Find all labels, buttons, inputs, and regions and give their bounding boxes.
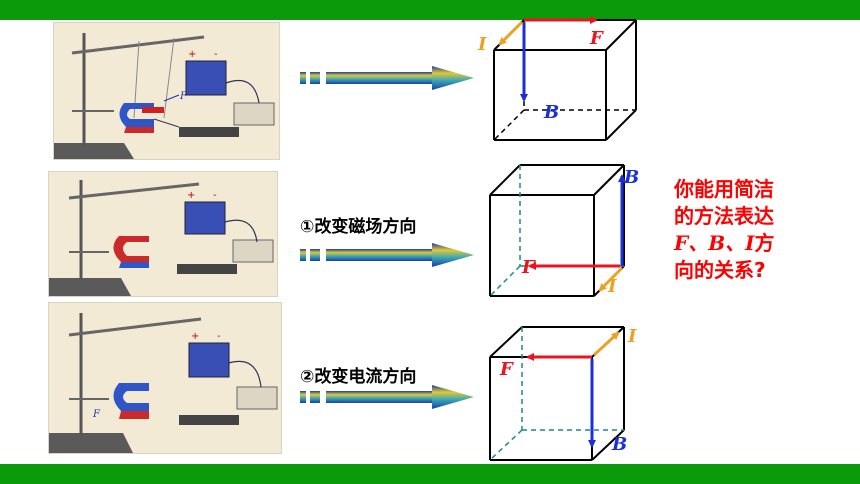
svg-text:-: - [217,331,221,342]
caption-change-current: ②改变电流方向 [300,367,417,387]
apparatus-illustration: + - F [49,303,281,453]
question-line-3-tail: 方 [754,231,775,255]
question-vars: F、B、I [674,231,755,255]
current-label: I [607,276,617,297]
caption-change-field: ①改变磁场方向 [300,217,417,237]
svg-text:F: F [92,409,101,420]
apparatus-photo-original: + - F [53,22,280,160]
gradient-arrow-icon [300,66,474,90]
current-vector [498,20,524,46]
svg-text:-: - [213,190,217,201]
top-green-bar [0,0,860,20]
svg-text:+: + [187,190,195,201]
field-label: B [543,102,559,123]
apparatus-photo-field-reversed: + - [48,171,278,297]
force-label: F [521,257,536,278]
current-vector [592,331,620,357]
current-label: I [627,326,637,347]
svg-text:-: - [214,49,218,60]
current-vector [598,266,624,292]
question-line-2: 的方法表达 [674,204,774,228]
apparatus-illustration: + - F [54,23,279,159]
question-text: 你能用简洁 的方法表达 F、B、I方 向的关系? [674,176,824,284]
apparatus-photo-current-reversed: + - F [48,302,282,454]
question-line-1: 你能用简洁 [674,177,774,201]
question-line-4: 向的关系? [674,258,766,282]
force-label: F [499,359,514,380]
cube-field-reversed [489,164,625,297]
apparatus-illustration: + - [49,172,277,296]
cube-original [493,19,637,141]
svg-text:+: + [188,49,196,60]
force-label: F [589,28,604,49]
question-line-3: F、B、I方 [674,230,824,257]
bottom-green-bar [0,464,860,484]
gradient-arrow-icon [300,243,474,267]
field-label: B [611,434,627,455]
svg-text:+: + [191,331,199,342]
field-label: B [623,167,639,188]
svg-text:F: F [179,91,188,102]
current-label: I [477,34,487,55]
gradient-arrow-icon [300,385,474,409]
